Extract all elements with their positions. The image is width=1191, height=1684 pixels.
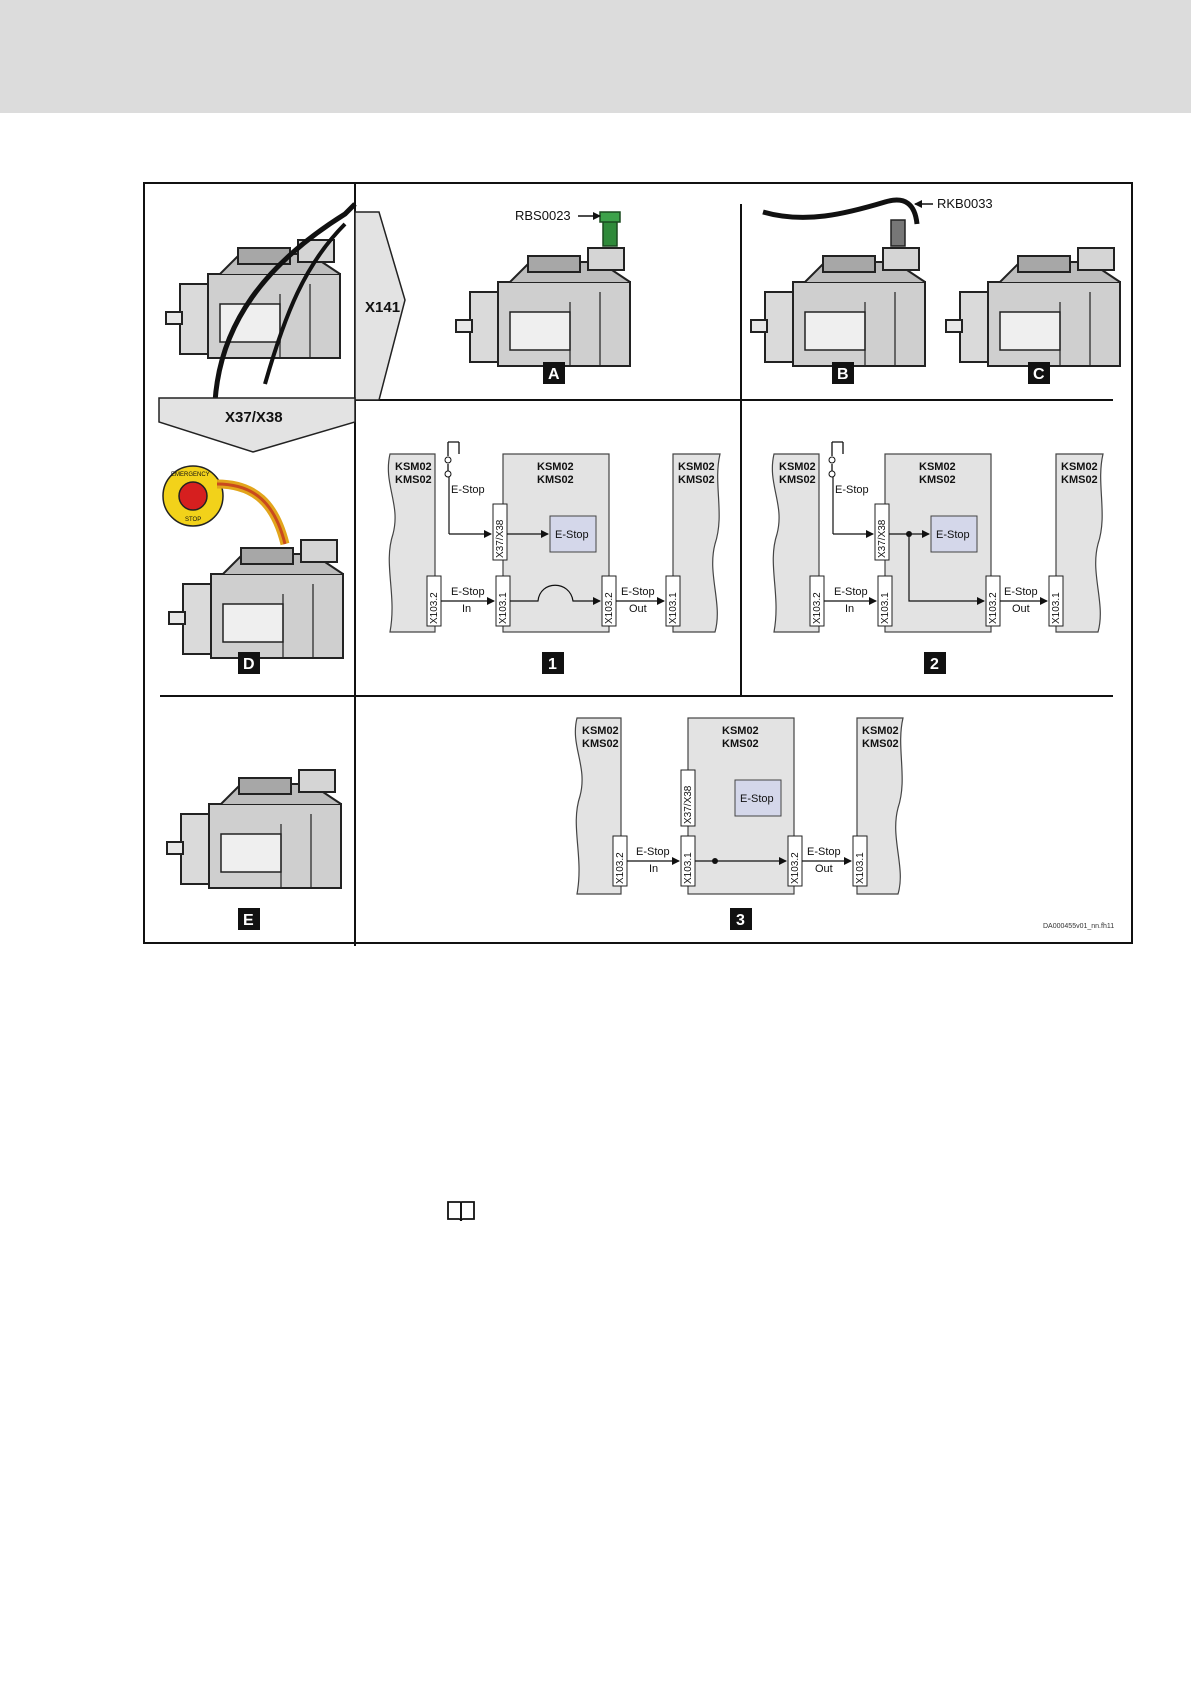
x37-x38-arrow: X37/X38	[159, 398, 355, 452]
d2-left-ksm: KSM02	[779, 461, 816, 473]
d3-mid-kms: KMS02	[722, 738, 759, 750]
d1-mid-ksm: KSM02	[537, 461, 574, 473]
d1-in: In	[462, 603, 471, 615]
d1-mid-kms: KMS02	[537, 474, 574, 486]
d1-out: Out	[629, 603, 647, 615]
d2-x103-2-left: X103.2	[812, 592, 823, 624]
d2-x103-2-mid: X103.2	[988, 592, 999, 624]
d3-left-ksm: KSM02	[582, 725, 619, 737]
d3-in: In	[649, 863, 658, 875]
label-a: A	[548, 366, 560, 383]
motor-overview-illustration	[166, 204, 355, 402]
d1-x103-2-mid: X103.2	[604, 592, 615, 624]
d2-in: In	[845, 603, 854, 615]
connection-figure: X141 X37/X38 RBS0023 A RKB0033 B C EMERG…	[143, 182, 1133, 944]
d2-estop-box-label: E-Stop	[936, 529, 970, 541]
d1-estop-box-label: E-Stop	[555, 529, 589, 541]
d3-out: Out	[815, 863, 833, 875]
rkb0033-label: RKB0033	[937, 196, 993, 211]
d3-estop-out: E-Stop	[807, 846, 841, 858]
panel-d: EMERGENCY STOP D	[163, 466, 343, 674]
d3-right-kms: KMS02	[862, 738, 899, 750]
panel-a: RBS0023 A	[456, 208, 630, 384]
d3-x103-2-mid: X103.2	[790, 852, 801, 884]
d3-x103-1-mid: X103.1	[683, 852, 694, 884]
d3-x103-2-left: X103.2	[615, 852, 626, 884]
d1-estop-switch-label: E-Stop	[451, 484, 485, 496]
d1-left-kms: KMS02	[395, 474, 432, 486]
d3-left-kms: KMS02	[582, 738, 619, 750]
d3-estop-box-label: E-Stop	[740, 793, 774, 805]
d2-right-kms: KMS02	[1061, 474, 1098, 486]
emergency-top-text: EMERGENCY	[171, 472, 210, 478]
d1-right-ksm: KSM02	[678, 461, 715, 473]
d3-right-ksm: KSM02	[862, 725, 899, 737]
d3-x37x38: X37/X38	[683, 785, 694, 824]
d2-estop-switch-label: E-Stop	[835, 484, 869, 496]
label-c: C	[1033, 366, 1045, 383]
d2-out: Out	[1012, 603, 1030, 615]
rbs0023-label: RBS0023	[515, 208, 571, 223]
diagram-1: KSM02 KMS02 KSM02 KMS02 KSM02 KMS02 E-St…	[388, 442, 720, 674]
d1-x103-1-right: X103.1	[668, 592, 679, 624]
d2-x103-1-mid: X103.1	[880, 592, 891, 624]
d1-right-kms: KMS02	[678, 474, 715, 486]
d2-x103-1-right: X103.1	[1051, 592, 1062, 624]
d1-x103-2-left: X103.2	[429, 592, 440, 624]
header-band	[0, 0, 1191, 113]
d3-estop-in: E-Stop	[636, 846, 670, 858]
emergency-bottom-text: STOP	[185, 517, 201, 523]
label-d: D	[243, 656, 255, 673]
diagram-3: KSM02 KMS02 KSM02 KMS02 KSM02 KMS02 E-St…	[575, 718, 903, 930]
d1-x37x38: X37/X38	[495, 519, 506, 558]
d2-left-kms: KMS02	[779, 474, 816, 486]
label-3: 3	[736, 912, 745, 929]
book-icon	[446, 1199, 476, 1223]
d1-x103-1-mid: X103.1	[498, 592, 509, 624]
panel-e: E	[167, 770, 341, 930]
d3-x103-1-right: X103.1	[855, 852, 866, 884]
x141-arrow: X141	[355, 212, 405, 400]
d2-estop-in: E-Stop	[834, 586, 868, 598]
d2-mid-ksm: KSM02	[919, 461, 956, 473]
diagram-2: KSM02 KMS02 KSM02 KMS02 KSM02 KMS02 E-St…	[772, 442, 1103, 674]
d2-estop-out: E-Stop	[1004, 586, 1038, 598]
d2-mid-kms: KMS02	[919, 474, 956, 486]
d1-left-ksm: KSM02	[395, 461, 432, 473]
x37-x38-label: X37/X38	[225, 409, 283, 426]
d2-x37x38: X37/X38	[877, 519, 888, 558]
rkb0033-plug	[891, 220, 905, 246]
label-e: E	[243, 912, 254, 929]
d3-mid-ksm: KSM02	[722, 725, 759, 737]
x141-label: X141	[365, 299, 400, 316]
figure-svg: X141 X37/X38 RBS0023 A RKB0033 B C EMERG…	[145, 184, 1135, 946]
label-1: 1	[548, 656, 557, 673]
d1-estop-in: E-Stop	[451, 586, 485, 598]
d1-estop-out: E-Stop	[621, 586, 655, 598]
label-b: B	[837, 366, 849, 383]
label-2: 2	[930, 656, 939, 673]
document-id: DA000455v01_nn.fh11	[1043, 923, 1114, 930]
d2-right-ksm: KSM02	[1061, 461, 1098, 473]
panel-b-c: RKB0033 B C	[751, 196, 1120, 384]
